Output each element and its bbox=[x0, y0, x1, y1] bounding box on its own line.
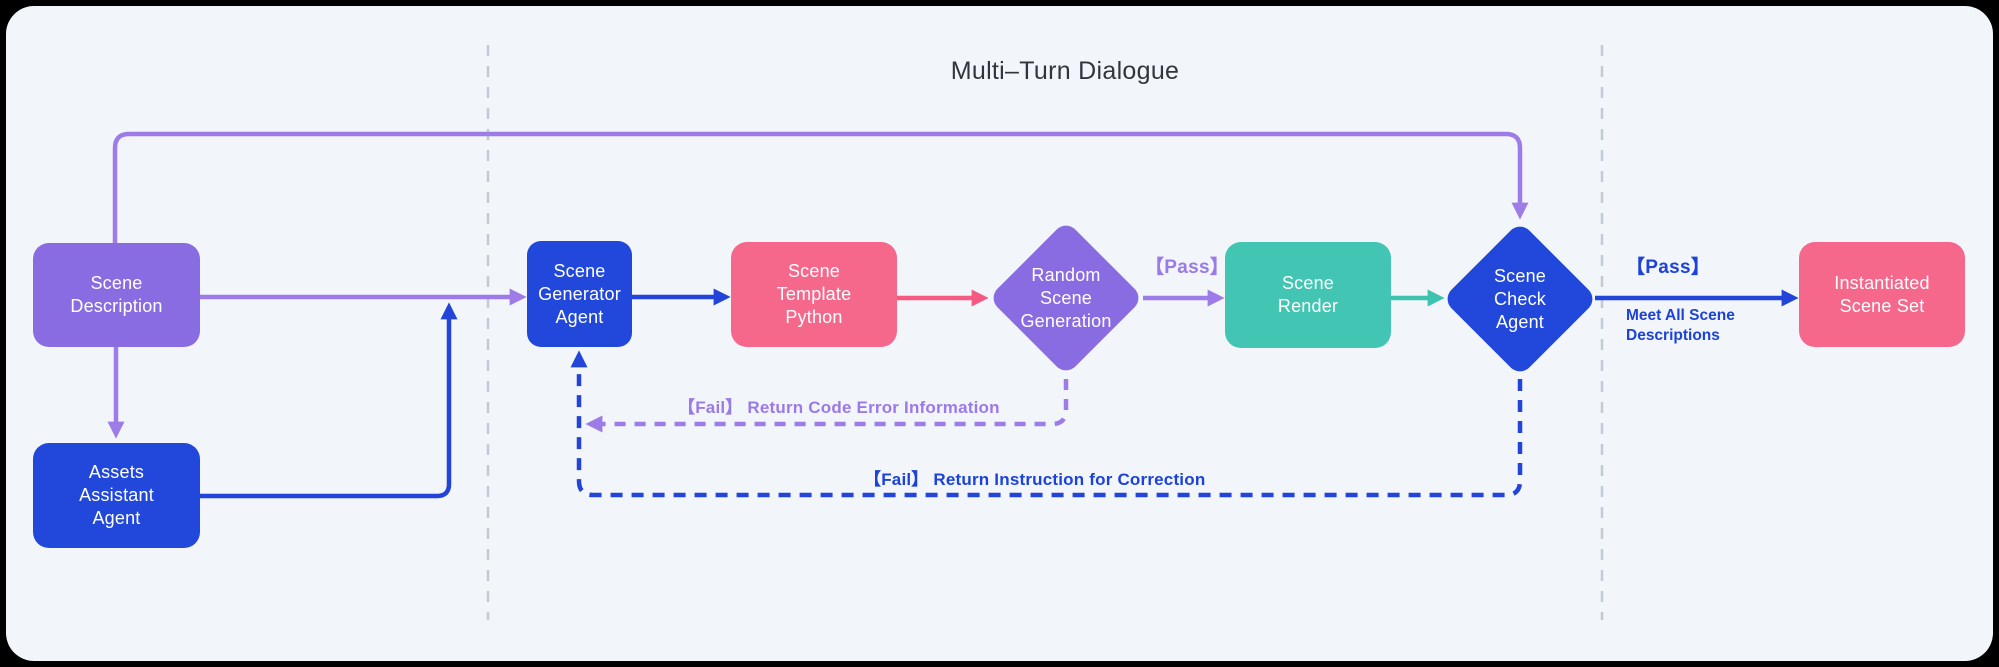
label-pass-to-render: 【Pass】 bbox=[1145, 257, 1230, 278]
diagram-title: Multi–Turn Dialogue bbox=[950, 57, 1180, 85]
label-meet-all-scene-descriptions: Meet All Scene Descriptions bbox=[1626, 307, 1735, 344]
node-scene-generator-agent: Scene Generator Agent bbox=[527, 241, 632, 347]
node-scene-render: Scene Render bbox=[1225, 242, 1391, 348]
node-scene-template-python: Scene Template Python bbox=[731, 242, 897, 347]
node-random-scene-generation: Random Scene Generation bbox=[988, 220, 1144, 376]
label-fail-return-code-error: 【Fail】 Return Code Error Information bbox=[678, 398, 1000, 417]
node-instantiated-scene-set: Instantiated Scene Set bbox=[1799, 242, 1965, 347]
node-scene-description: Scene Description bbox=[33, 243, 200, 347]
label-pass-to-set: 【Pass】 bbox=[1626, 257, 1711, 278]
scene-check-agent-label: Scene Check Agent bbox=[1493, 265, 1547, 332]
node-scene-check-agent: Scene Check Agent bbox=[1442, 221, 1598, 377]
random-scene-generation-label: Random Scene Generation bbox=[1020, 264, 1112, 331]
label-fail-return-instruction: 【Fail】 Return Instruction for Correction bbox=[864, 470, 1206, 489]
node-assets-assistant-agent: Assets Assistant Agent bbox=[33, 443, 200, 548]
